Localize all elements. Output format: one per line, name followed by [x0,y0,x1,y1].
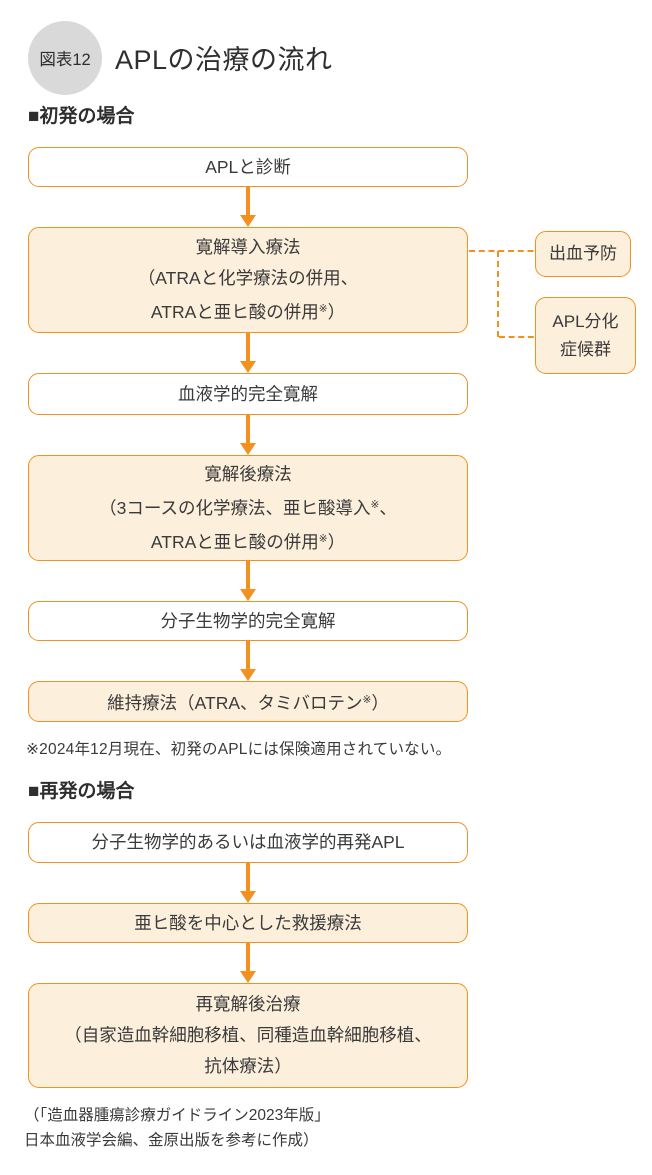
flow-initial: APLと診断 寛解導入療法 （ATRAと化学療法の併用、 ATRAと亜ヒ酸の併用… [28,147,636,722]
down-arrow-icon [28,561,468,601]
molecular-cr-label: 分子生物学的完全寛解 [160,610,336,631]
arrow-stem [246,943,250,971]
maintenance-label: 維持療法（ATRA、タミバロテン※） [107,692,389,713]
bleeding-prevention-label: 出血予防 [549,244,617,263]
induction-therapy-box: 寛解導入療法 （ATRAと化学療法の併用、 ATRAと亜ヒ酸の併用※） [28,227,468,333]
induction-line-2: （ATRAと化学療法の併用、 [137,268,359,288]
re-consolidation-box: 再寛解後治療 （自家造血幹細胞移植、同種造血幹細胞移植、 抗体療法） [28,983,468,1088]
arrow-stem [246,415,250,443]
molecular-cr-box: 分子生物学的完全寛解 [28,601,468,641]
diagnosis-box: APLと診断 [28,147,468,187]
down-arrow-icon [28,863,468,903]
salvage-therapy-label: 亜ヒ酸を中心とした救援療法 [134,912,362,933]
arrow-head [240,891,256,903]
flow-relapse: 分子生物学的あるいは血液学的再発APL 亜ヒ酸を中心とした救援療法 再寛解後治療… [28,822,468,1088]
relapse-apl-label: 分子生物学的あるいは血液学的再発APL [91,832,405,852]
asterisk-ref: ※ [370,498,380,511]
arrow-head [240,971,256,983]
figure-header: 図表12 APLの治療の流れ [28,20,652,95]
figure-title: APLの治療の流れ [115,45,333,75]
induction-line-3: ATRAと亜ヒ酸の併用※） [150,302,346,322]
arrow-head [240,669,256,681]
arrow-stem [246,863,250,891]
figure-page: 図表12 APLの治療の流れ ■初発の場合 APLと診断 寛解導入療法 （ATR… [0,20,652,1175]
induction-line-1: 寛解導入療法 [195,237,301,257]
dashed-connector-vertical [497,251,499,337]
hematologic-cr-box: 血液学的完全寛解 [28,373,468,415]
re-consolidation-line-3: 抗体療法） [204,1056,292,1076]
down-arrow-icon [28,943,468,983]
induction-branch-area: 寛解導入療法 （ATRAと化学療法の併用、 ATRAと亜ヒ酸の併用※） 出血予防… [28,227,636,374]
arrow-head [240,215,256,227]
dashed-connector-top [469,250,553,252]
re-consolidation-line-1: 再寛解後治療 [195,994,301,1014]
re-consolidation-line-2: （自家造血幹細胞移植、同種造血幹細胞移植、 [64,1025,432,1045]
apl-differentiation-syndrome-box: APL分化 症候群 [535,297,636,374]
arrow-head [240,361,256,373]
down-arrow-icon [28,415,468,455]
consolidation-line-2: （3コースの化学療法、亜ヒ酸導入※、 [99,497,397,518]
relapse-apl-box: 分子生物学的あるいは血液学的再発APL [28,822,468,863]
footnote: ※2024年12月現在、初発のAPLには保険適用されていない。 [26,741,452,758]
consolidation-therapy-box: 寛解後療法 （3コースの化学療法、亜ヒ酸導入※、 ATRAと亜ヒ酸の併用※） [28,455,468,561]
asterisk-ref: ※ [318,303,328,315]
source-line-2: 日本血液学会編、金原出版を参考に作成） [24,1132,319,1149]
asterisk-ref: ※ [362,693,372,706]
consolidation-line-3: ATRAと亜ヒ酸の併用※） [150,531,346,552]
section-heading-relapse: ■再発の場合 [28,781,135,802]
diagnosis-label: APLと診断 [205,156,291,177]
asterisk-ref: ※ [318,532,328,545]
arrow-stem [246,561,250,589]
arrow-stem [246,333,250,361]
section-heading-initial: ■初発の場合 [28,106,135,127]
down-arrow-icon [28,641,468,681]
arrow-stem [246,641,250,669]
salvage-therapy-box: 亜ヒ酸を中心とした救援療法 [28,903,468,943]
source-note: （「造血器腫瘍診療ガイドライン2023年版」 日本血液学会編、金原出版を参考に作… [24,1103,652,1153]
down-arrow-icon [28,187,468,227]
dashed-connector-bottom [499,336,553,338]
differentiation-line-1: APL分化 [552,311,619,331]
hematologic-cr-label: 血液学的完全寛解 [178,383,318,404]
down-arrow-icon [28,333,468,373]
arrow-head [240,443,256,455]
differentiation-line-2: 症候群 [560,339,611,359]
arrow-stem [246,187,250,215]
figure-number-badge: 図表12 [28,20,102,95]
maintenance-therapy-box: 維持療法（ATRA、タミバロテン※） [28,681,468,722]
source-line-1: （「造血器腫瘍診療ガイドライン2023年版」 [24,1107,330,1124]
bleeding-prevention-box: 出血予防 [535,231,631,277]
consolidation-line-1: 寛解後療法 [204,463,292,484]
arrow-head [240,589,256,601]
